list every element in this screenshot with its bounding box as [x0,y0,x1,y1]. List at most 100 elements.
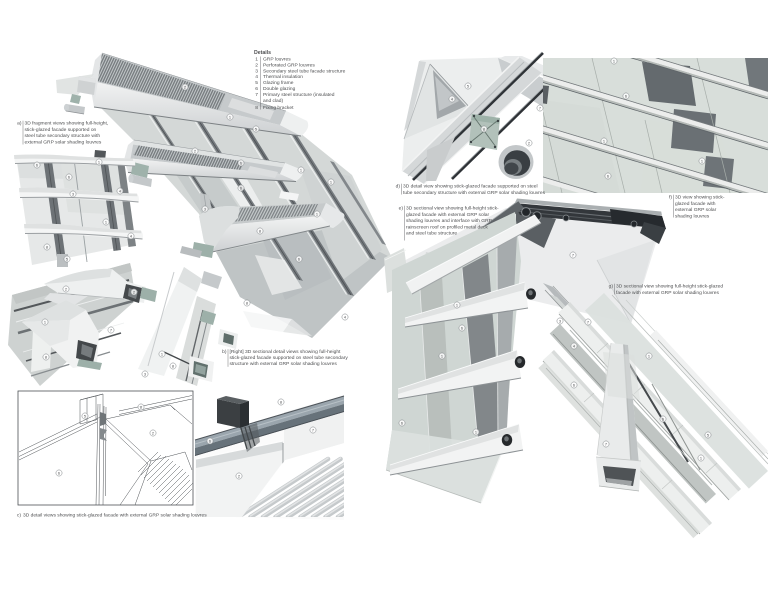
svg-text:3: 3 [204,206,206,211]
svg-text:GRP louvres: GRP louvres [263,57,291,63]
svg-text:external GRP solar shading lou: external GRP solar shading louvres [25,139,102,145]
svg-text:tube secondary structure with: tube secondary structure with external G… [403,190,546,196]
svg-text:3D fragment views showing full: 3D fragment views showing full-height, [25,121,109,127]
svg-text:2: 2 [65,286,67,291]
svg-text:7: 7 [539,105,541,110]
svg-text:5: 5 [255,80,258,86]
svg-text:1: 1 [98,159,100,164]
svg-text:[Right] 3D sectional detail vi: [Right] 3D sectional detail views showin… [230,349,342,355]
svg-text:4: 4 [573,343,576,348]
svg-text:1: 1 [105,219,107,224]
svg-text:Fixing bracket: Fixing bracket [263,105,294,111]
svg-text:g): g) [609,284,614,290]
svg-text:8: 8 [246,300,248,305]
svg-text:1: 1 [44,319,46,324]
svg-text:4: 4 [119,188,122,193]
svg-text:3: 3 [144,371,146,376]
svg-text:stick-glazed facade supported: stick-glazed facade supported on [25,127,97,133]
svg-text:1: 1 [161,351,163,356]
svg-text:7: 7 [312,427,314,432]
svg-text:steel tube secondary structure: steel tube secondary structure with [25,133,101,139]
svg-text:7: 7 [110,327,112,332]
svg-text:Thermal insulation: Thermal insulation [263,74,303,80]
svg-text:glazed facade with: glazed facade with [675,201,716,207]
svg-text:Details: Details [254,50,271,56]
svg-text:shading louvres and interface: shading louvres and interface with GRP [406,218,492,224]
svg-text:Double glazing: Double glazing [263,86,296,92]
svg-text:6: 6 [58,470,60,475]
svg-text:5: 5 [84,413,86,418]
svg-text:1: 1 [229,114,231,119]
svg-text:1: 1 [613,58,615,63]
svg-text:6: 6 [255,86,258,92]
svg-text:6: 6 [625,93,627,98]
svg-text:rainscreen roof on profiled me: rainscreen roof on profiled metal deck [406,224,488,230]
svg-text:5: 5 [255,126,257,131]
svg-text:7: 7 [572,252,574,257]
svg-text:1: 1 [330,179,332,184]
svg-text:glazed facade with external GR: glazed facade with external GRP solar [406,212,489,218]
svg-text:1: 1 [648,353,650,358]
svg-text:1: 1 [300,167,302,172]
svg-text:6: 6 [36,162,38,167]
svg-text:c): c) [17,513,21,519]
svg-text:5: 5 [707,432,709,437]
svg-text:b): b) [222,349,227,355]
svg-text:shading louvres: shading louvres [675,213,710,219]
svg-text:structure with external GRP so: structure with external GRP solar shadin… [230,361,338,367]
svg-text:6: 6 [662,416,664,421]
svg-text:1: 1 [475,429,477,434]
svg-text:4: 4 [451,96,454,101]
svg-text:3D sectional view showing full: 3D sectional view showing full-height st… [406,206,499,212]
svg-text:8: 8 [255,105,258,111]
svg-text:Primary steel structure (insul: Primary steel structure (insulated [263,92,335,98]
svg-text:external GRP solar: external GRP solar [675,207,717,213]
svg-text:Perforated GRP louvres: Perforated GRP louvres [263,62,315,68]
svg-text:1: 1 [316,211,318,216]
svg-text:6: 6 [240,185,242,190]
svg-text:5: 5 [66,256,68,261]
svg-text:1: 1 [255,57,258,63]
svg-text:e): e) [399,206,404,212]
svg-text:2: 2 [194,148,196,153]
svg-text:8: 8 [45,354,47,359]
svg-text:6: 6 [607,173,609,178]
svg-text:6: 6 [573,382,575,387]
svg-text:and clad): and clad) [263,98,283,104]
svg-text:8: 8 [259,228,261,233]
svg-text:2: 2 [184,84,186,89]
svg-text:1: 1 [700,455,702,460]
svg-text:6: 6 [68,174,70,179]
svg-text:1: 1 [456,302,458,307]
svg-text:stick-glazed facade supported: stick-glazed facade supported on steel t… [230,355,349,361]
svg-text:6: 6 [461,325,463,330]
svg-text:6: 6 [209,438,211,443]
svg-text:8: 8 [280,399,282,404]
svg-text:a): a) [17,121,22,127]
svg-text:3: 3 [255,68,258,74]
svg-text:and steel tube structure: and steel tube structure [406,231,457,237]
svg-text:3D detail views showing stick-: 3D detail views showing stick-glazed fac… [23,513,207,519]
svg-text:2: 2 [152,430,154,435]
svg-text:Secondary steel tube facade st: Secondary steel tube facade structure [263,68,346,74]
svg-text:7: 7 [605,441,607,446]
svg-text:2: 2 [528,140,530,145]
svg-text:7: 7 [255,92,258,98]
svg-text:6: 6 [240,160,242,165]
svg-text:f): f) [669,195,672,201]
svg-text:4: 4 [130,233,133,238]
svg-text:6: 6 [401,420,403,425]
svg-text:1: 1 [603,138,605,143]
svg-text:3D detail view showing stick-g: 3D detail view showing stick-glazed faca… [403,184,538,190]
svg-text:8: 8 [172,363,174,368]
svg-text:2: 2 [238,473,240,478]
svg-text:4: 4 [344,314,347,319]
svg-text:2: 2 [133,289,135,294]
svg-text:1: 1 [441,353,443,358]
svg-text:3D view showing stick-: 3D view showing stick- [675,195,725,201]
svg-text:3D sectional view showing full: 3D sectional view showing full-height st… [616,284,723,290]
svg-text:3: 3 [72,191,74,196]
svg-text:6: 6 [298,256,300,261]
svg-text:3: 3 [559,318,561,323]
svg-text:8: 8 [140,404,142,409]
